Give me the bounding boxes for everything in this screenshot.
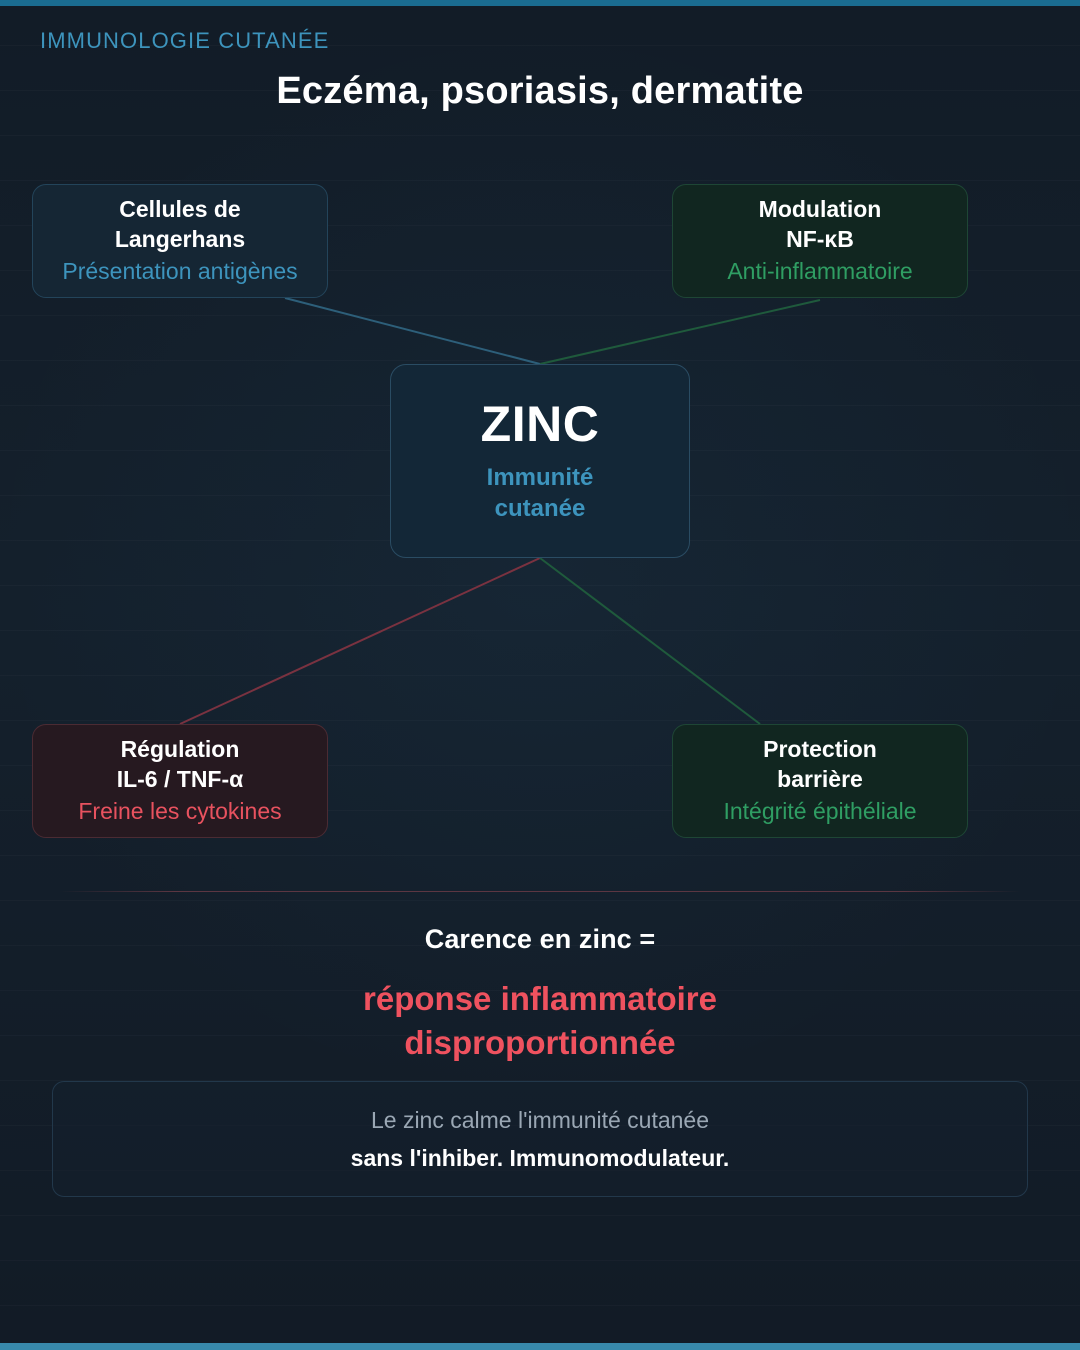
node-title-langerhans: Cellules de Langerhans <box>114 196 246 252</box>
node-card-nfkb[interactable]: Modulation NF-κB Anti-inflammatoire <box>672 184 968 298</box>
node-card-langerhans[interactable]: Cellules de Langerhans Présentation anti… <box>32 184 328 298</box>
node-subtitle-langerhans: Présentation antigènes <box>62 257 298 284</box>
footer-text-line-1: Le zinc calme l'immunité cutanée <box>370 1106 710 1133</box>
node-subtitle-il6-tnf: Freine les cytokines <box>78 797 282 824</box>
footer-text-line-2: sans l'inhiber. Immunomodulateur. <box>350 1144 730 1171</box>
node-title-barriere: Protection barrière <box>763 736 877 792</box>
node-subtitle-nfkb: Anti-inflammatoire <box>727 257 913 284</box>
node-card-il6-tnf[interactable]: Régulation IL-6 / TNF-α Freine les cytok… <box>32 724 328 838</box>
connector-nfkb-zinc <box>539 299 821 365</box>
node-card-zinc[interactable]: ZINC Immunité cutanée <box>390 364 690 558</box>
node-title-nfkb: Modulation NF-κB <box>758 196 882 252</box>
conclusion-highlight-text: réponse inflammatoire disproportionnée <box>363 980 717 1062</box>
section-divider <box>60 891 1020 892</box>
node-title-zinc: ZINC <box>480 395 600 452</box>
node-title-il6-tnf: Régulation IL-6 / TNF-α <box>116 736 244 792</box>
eyebrow-label: IMMUNOLOGIE CUTANÉE <box>40 28 330 53</box>
page-title: Eczéma, psoriasis, dermatite <box>276 70 804 112</box>
connector-zinc-il6 <box>179 557 541 725</box>
connector-zinc-barriere <box>539 557 761 725</box>
conclusion-block: Carence en zinc = réponse inflammatoire … <box>0 924 1080 1065</box>
conclusion-lead-text: Carence en zinc = <box>424 924 656 954</box>
node-subtitle-zinc: Immunité cutanée <box>486 464 594 523</box>
node-card-barriere[interactable]: Protection barrière Intégrité épithélial… <box>672 724 968 838</box>
footer-panel: Le zinc calme l'immunité cutanée sans l'… <box>52 1081 1028 1197</box>
connector-langerhans-zinc <box>284 297 541 365</box>
top-accent-bar <box>0 0 1080 6</box>
node-subtitle-barriere: Intégrité épithéliale <box>723 797 917 824</box>
bottom-accent-bar <box>0 1343 1080 1350</box>
